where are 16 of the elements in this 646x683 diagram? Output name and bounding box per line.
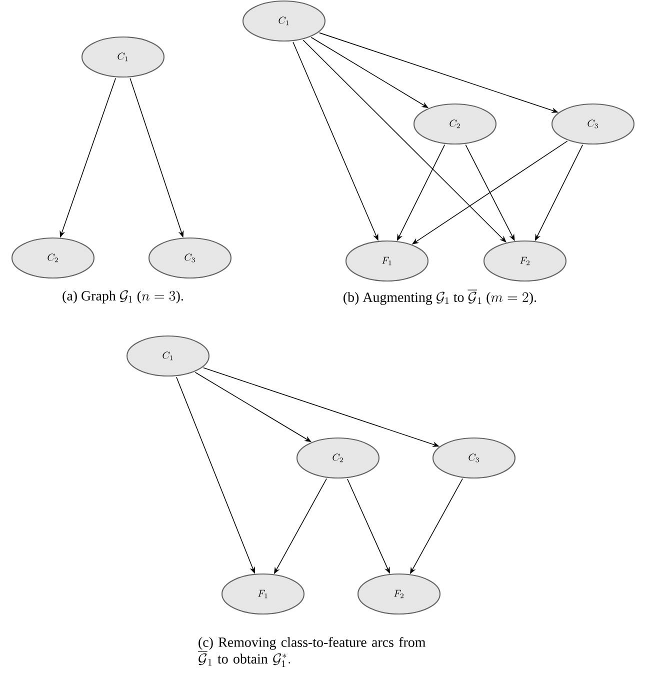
graph-node: $C_1$ — [242, 0, 326, 42]
graph-node: $C_2$ — [413, 103, 497, 145]
graph-node: $C_3$ — [551, 103, 635, 145]
caption: $\text{(a) Graph } \mathcal{G}_1 \text{ (}n = 3\text{).}$ — [62, 290, 184, 304]
caption: $\text{(c) Removing class-to-feature arcs from}\allowbreak\ \overline{\mathcal{G}}_1 \text{ to obtain } \mathcal{G}_1^*.$ — [198, 636, 426, 668]
graph-node: $C_2$ — [296, 437, 380, 479]
graph-node: $C_2$ — [11, 237, 95, 279]
graph-node: $C_1$ — [81, 36, 165, 78]
graph-node: $F_2$ — [357, 573, 441, 615]
graph-node: $C_3$ — [432, 437, 516, 479]
graph-node: $C_1$ — [126, 335, 210, 377]
graph-node: $C_3$ — [148, 237, 232, 279]
graph-node: $F_1$ — [345, 240, 429, 282]
caption: $\text{(b) Augmenting } \mathcal{G}_1 \text{ to } \overline{\mathcal{G}}_1 \text{ (}m = 2\text{).}$ — [344, 290, 536, 305]
graph-node: $F_2$ — [483, 240, 567, 282]
graph-node: $F_1$ — [221, 573, 305, 615]
